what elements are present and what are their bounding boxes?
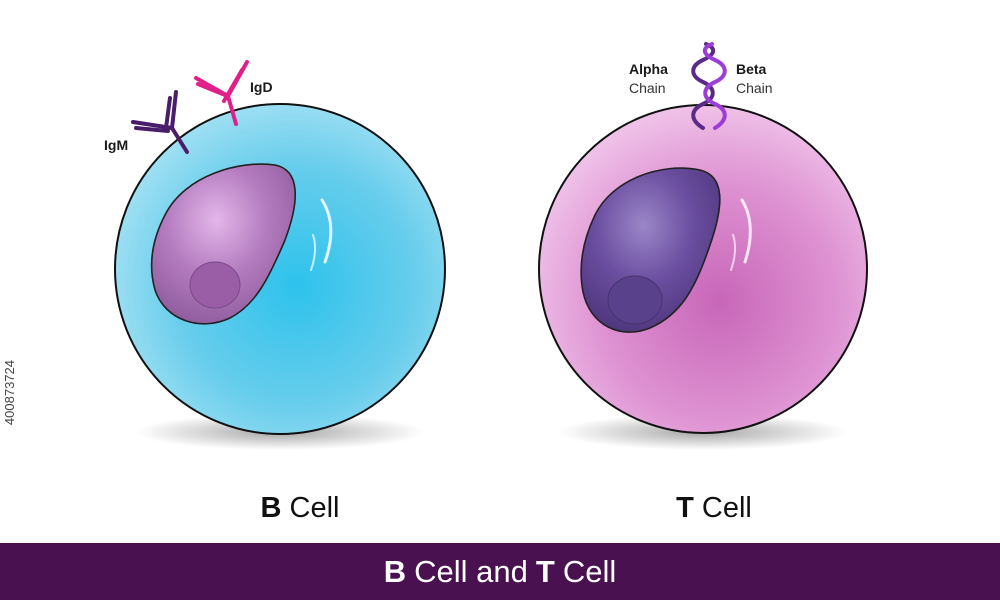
igd-antibody-icon bbox=[194, 60, 249, 126]
beta-sub-label: Chain bbox=[736, 80, 773, 96]
beta-label: Beta bbox=[736, 61, 767, 77]
t-cell-caption: T Cell bbox=[564, 492, 864, 525]
t-cell-caption-rest: Cell bbox=[701, 492, 752, 524]
igm-label: IgM bbox=[104, 137, 128, 153]
b-cell-caption-bold: B bbox=[260, 492, 282, 524]
alpha-chain-icon bbox=[691, 42, 716, 130]
alpha-label: Alpha bbox=[629, 61, 668, 77]
b-cell-nucleus bbox=[150, 163, 296, 325]
t-cell-receptor-icon bbox=[691, 42, 727, 130]
image-id-watermark: 400873724 bbox=[2, 360, 17, 426]
beta-chain-icon bbox=[702, 42, 727, 130]
b-cell-caption-rest: Cell bbox=[289, 492, 340, 524]
footer-title-bar: B Cell and T Cell bbox=[0, 543, 1000, 600]
footer-part-2: Cell and bbox=[414, 553, 528, 589]
t-cell-highlight-2 bbox=[730, 234, 737, 271]
t-cell-nucleolus bbox=[607, 275, 663, 325]
t-cell: Alpha Chain Beta Chain bbox=[538, 42, 868, 434]
b-cell-nucleolus bbox=[189, 261, 241, 309]
t-cell-highlight bbox=[740, 198, 752, 264]
footer-part-4: Cell bbox=[562, 553, 617, 589]
b-cell-caption: B Cell bbox=[150, 492, 450, 525]
igd-label: IgD bbox=[250, 79, 273, 95]
footer-part-3: T bbox=[535, 553, 555, 589]
t-cell-caption-bold: T bbox=[676, 492, 694, 524]
b-cell-highlight bbox=[320, 198, 333, 264]
alpha-sub-label: Chain bbox=[629, 80, 666, 96]
b-cell-highlight-2 bbox=[310, 234, 317, 271]
b-cell: IgM IgD bbox=[104, 60, 446, 435]
igm-antibody-icon bbox=[131, 90, 189, 154]
footer-part-1: B bbox=[383, 553, 407, 589]
